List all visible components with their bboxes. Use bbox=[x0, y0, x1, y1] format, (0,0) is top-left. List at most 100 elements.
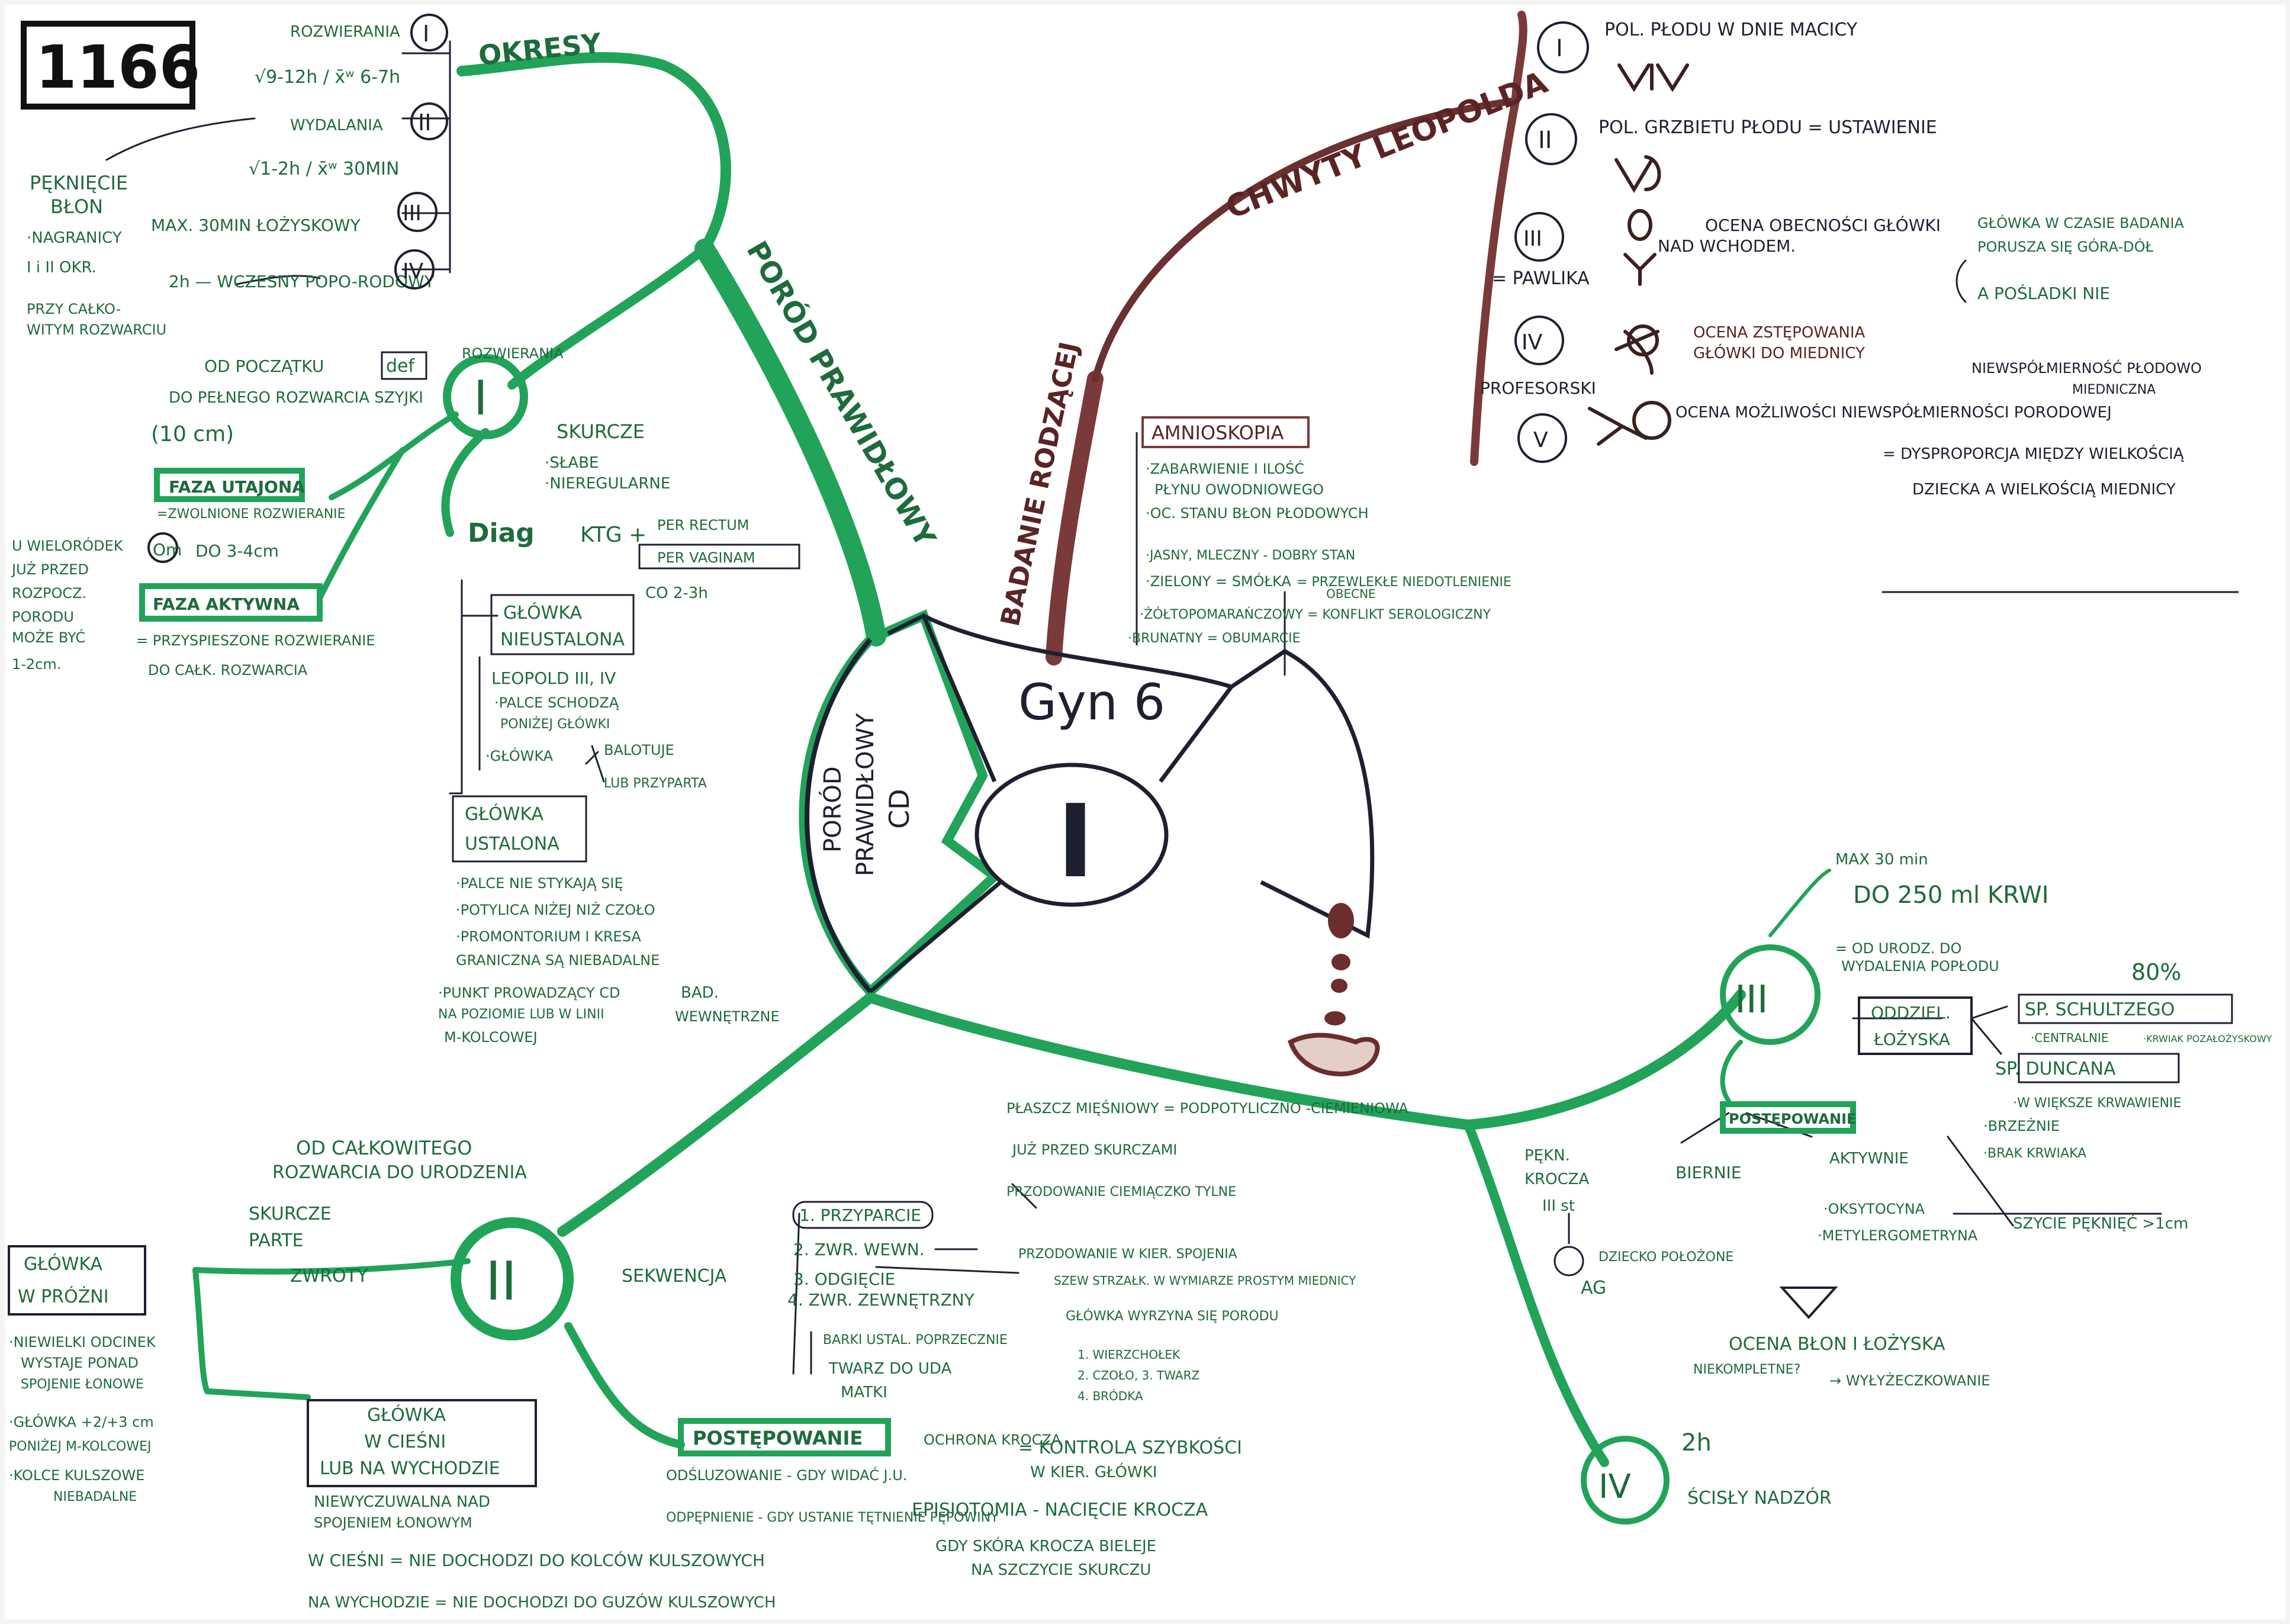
pekniecie-line: BŁON bbox=[50, 195, 103, 218]
amnio-item: OBECNE bbox=[1326, 587, 1376, 601]
amnio-item: PŁYNU OWODNIOWEGO bbox=[1154, 481, 1324, 498]
prozni-item: NIEBADALNE bbox=[53, 1490, 137, 1504]
diag-label: Diag bbox=[468, 518, 535, 548]
stage4-time: 2h bbox=[1681, 1429, 1712, 1456]
prozni-item: ·GŁÓWKA +2/+3 cm bbox=[9, 1413, 154, 1430]
seq-note: 2. CZOŁO, 3. TWARZ bbox=[1078, 1368, 1199, 1382]
leopold-2-text: POL. GRZBIETU PŁODU = USTAWIENIE bbox=[1599, 117, 1937, 138]
pekniecie-line: ·NAGRANICY bbox=[27, 229, 122, 247]
seq-note: PRZODOWANIE CIEMIĄCZKO TYLNE bbox=[1006, 1185, 1236, 1199]
amnio-item: ·ZABARWIENIE I ILOŚĆ bbox=[1146, 459, 1304, 477]
pekniecie-line: I i II OKR. bbox=[27, 259, 97, 276]
okres-I-time: √9-12h / x̄ʷ 6-7h bbox=[255, 67, 400, 88]
stage3-def: WYDALENIA POPŁODU bbox=[1841, 958, 1999, 975]
ciesni-item: NIEWYCZUWALNA NAD bbox=[314, 1493, 490, 1511]
seq-note: 4. BRÓDKA bbox=[1078, 1389, 1143, 1403]
stage3-pct: 80% bbox=[2131, 959, 2181, 985]
stage1-circle bbox=[443, 354, 528, 439]
stage2-post-item: ODPĘPNIENIE - GDY USTANIE TĘTNIENIE PĘPO… bbox=[666, 1510, 999, 1525]
oddziel: ODDZIEL. bbox=[1871, 1003, 1951, 1022]
leopold-4-text-2: GŁÓWKI DO MIEDNICY bbox=[1693, 343, 1865, 362]
duncan: ·W WIĘKSZE KRWAWIENIE bbox=[2013, 1096, 2181, 1111]
okres-II-time: √1-2h / x̄ʷ 30MIN bbox=[249, 159, 399, 179]
stage2-post-item: ODŚLUZOWANIE - GDY WIDAĆ J.U. bbox=[666, 1466, 907, 1484]
stage1-def: DO PEŁNEGO ROZWARCIA SZYJKI bbox=[169, 389, 423, 407]
leopold-1-num: I bbox=[1556, 35, 1563, 62]
amnio-item: ·OC. STANU BŁON PŁODOWYCH bbox=[1146, 505, 1369, 522]
ust-item: M-KOLCOWEJ bbox=[444, 1029, 538, 1046]
okres-II-name: WYDALANIA bbox=[290, 117, 383, 134]
bad-wewn: BAD. bbox=[681, 984, 719, 1002]
aktywnie: ·METYLERGOMETRYNA bbox=[1818, 1227, 1978, 1244]
wiel-line: MOŻE BYĆ bbox=[12, 628, 85, 646]
amnio-item: ·BRUNATNY = OBUMARCIE bbox=[1128, 631, 1301, 646]
leopold-1-text: POL. PŁODU W DNIE MACICY bbox=[1604, 20, 1858, 40]
prozni-item: SPOJENIE ŁONOWE bbox=[21, 1377, 144, 1392]
center-left-label-1: PORÓD bbox=[818, 766, 847, 853]
seq-note: SZEW STRZAŁK. W WYMIARZE PROSTYM MIEDNIC… bbox=[1054, 1274, 1356, 1288]
stage2-post-item: NA SZCZYCIE SKURCZU bbox=[971, 1561, 1151, 1579]
stage3-def: = OD URODZ. DO bbox=[1835, 940, 1961, 957]
leopold-3-num: III bbox=[1523, 227, 1542, 251]
badanie-block: AMNIOSKOPIA ·ZABARWIENIE I ILOŚĆ PŁYNU O… bbox=[1128, 416, 1511, 646]
skurcze-line: ·NIEREGULARNE bbox=[545, 475, 670, 493]
leopold-4-text-1: OCENA ZSTĘPOWANIA bbox=[1693, 324, 1866, 342]
seq-note: MATKI bbox=[841, 1384, 887, 1401]
niew-item: BALOTUJE bbox=[604, 742, 674, 758]
stage2-skurcze: SKURCZE bbox=[249, 1204, 332, 1224]
stage1-block: I ROZWIERANIA def OD POCZĄTKU DO PEŁNEGO… bbox=[11, 345, 800, 1046]
om-desc: DO 3-4cm bbox=[195, 541, 279, 561]
prozni-item: ·NIEWIELKI ODCINEK bbox=[9, 1334, 156, 1350]
ktg-label: KTG + bbox=[580, 523, 647, 547]
ust-item: ·PROMONTORIUM I KRESA bbox=[456, 928, 641, 945]
leopold-5-note-3: = DYSPROPORCJA MIĘDZY WIELKOŚCIĄ bbox=[1883, 444, 2185, 463]
om-label: Om bbox=[153, 540, 182, 559]
niew-item: LUB PRZYPARTA bbox=[604, 776, 707, 791]
wiel-line: ROZPOCZ. bbox=[12, 585, 86, 602]
okres-I-name: ROZWIERANIA bbox=[290, 23, 400, 41]
seq-item: 4. ZWR. ZEWNĘTRZNY bbox=[787, 1290, 975, 1310]
branch-stage34-line bbox=[865, 989, 1746, 1130]
niew-item: PONIŻEJ GŁÓWKI bbox=[500, 716, 610, 732]
stage2-skurcze: PARTE bbox=[249, 1230, 304, 1251]
wiel-line: PORODU bbox=[12, 609, 74, 625]
prozni-title: GŁÓWKA bbox=[24, 1253, 103, 1275]
stage3-krew: DO 250 ml KRWI bbox=[1853, 882, 2049, 909]
pekniecie-line: PĘKNIĘCIE bbox=[30, 172, 128, 194]
stage1-name: ROZWIERANIA bbox=[462, 345, 564, 362]
center-node: Gyn 6 I PORÓD PRAWIDŁOWY CD bbox=[799, 609, 1380, 1076]
okres-III-text: MAX. 30MIN ŁOŻYSKOWY bbox=[151, 216, 361, 235]
wiel-line: 1-2cm. bbox=[12, 656, 61, 673]
center-left-label-3: CD bbox=[883, 789, 915, 829]
stage1-def-tag: def bbox=[386, 356, 416, 377]
stage3-biernie: BIERNIE bbox=[1675, 1163, 1742, 1182]
stage3-szycie: SZYCIE PĘKNIĘĆ >1cm bbox=[2013, 1214, 2188, 1233]
faza-aktywna: FAZA AKTYWNA bbox=[153, 594, 300, 614]
per-rectum: PER RECTUM bbox=[657, 517, 749, 533]
schultze: ·KRWIAK POZAŁOŻYSKOWY bbox=[2143, 1033, 2272, 1044]
pekn: III st bbox=[1542, 1197, 1575, 1215]
utajona-desc: =ZWOLNIONE ROZWIERANIE bbox=[157, 507, 346, 522]
seq-note: PŁASZCZ MIĘŚNIOWY = PODPOTYLICZNO -CIEMI… bbox=[1006, 1099, 1408, 1117]
branch-stage2-line bbox=[557, 992, 876, 1237]
stage4-text: ŚCISŁY NADZÓR bbox=[1687, 1487, 1832, 1509]
dziecko: DZIECKO POŁOŻONE bbox=[1599, 1249, 1733, 1265]
stage2-zwroty: ZWROTY bbox=[290, 1266, 368, 1287]
wiel-line: U WIELORÓDEK bbox=[12, 536, 124, 554]
pekn: PĘKN. bbox=[1524, 1147, 1570, 1165]
leopold-3-text-2: NAD WCHODEM. bbox=[1658, 236, 1796, 256]
branch-okresy-line bbox=[456, 52, 731, 254]
stage4-num: IV bbox=[1599, 1468, 1631, 1506]
ust-title: GŁÓWKA bbox=[465, 803, 544, 825]
seq-note: PRZODOWANIE W KIER. SPOJENIA bbox=[1018, 1247, 1237, 1262]
stage4-circle bbox=[1581, 1436, 1670, 1525]
ciesni-title: GŁÓWKA bbox=[367, 1404, 446, 1426]
seq-note: GŁÓWKA WYRZYNA SIĘ PORODU bbox=[1066, 1308, 1279, 1324]
branch-stage1-line bbox=[507, 244, 709, 390]
co-label: CO 2-3h bbox=[645, 584, 708, 602]
niew-item: ·PALCE SCHODZĄ bbox=[494, 694, 619, 711]
prozni-title: W PRÓŻNI bbox=[18, 1285, 109, 1307]
stage2-post-item: EPISIOTOMIA - NACIĘCIE KROCZA bbox=[912, 1500, 1208, 1520]
duncan: SP. DUNCANA bbox=[1995, 1059, 2116, 1079]
